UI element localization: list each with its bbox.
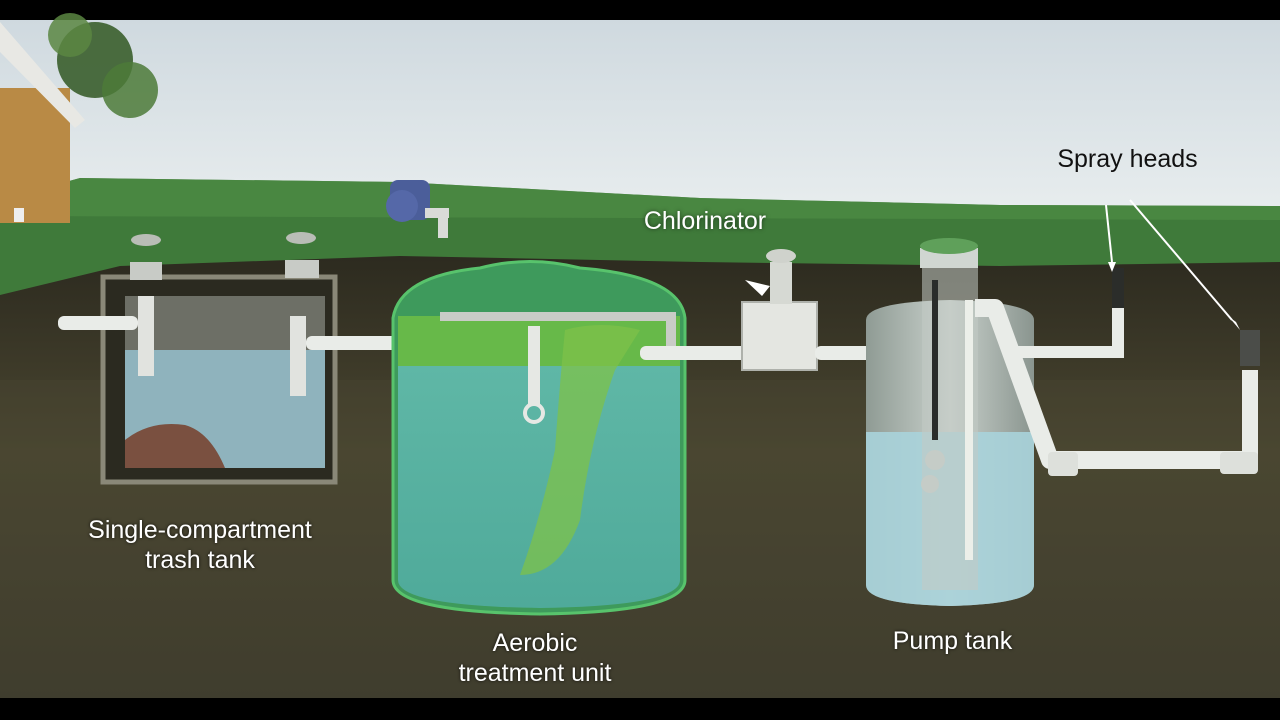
trash-tank-label: Single-compartment trash tank [60,515,340,575]
trash-tank-label-line2: trash tank [145,546,255,574]
aerobic-unit-label-line2: treatment unit [458,659,612,687]
spray-head-left [1112,268,1124,308]
pump-tank-label: Pump tank [892,627,1013,655]
aerobic-treatment-unit [391,260,687,616]
house [0,22,85,223]
trash-tank-label-line1: Single-compartment [88,516,312,544]
chlorinator-unit [741,249,818,371]
spray-pointer-left [1105,204,1113,263]
spray-arrow-right [1228,316,1240,330]
air-blower [386,180,449,238]
chlorinator-arrow [745,280,770,296]
aerobic-unit-label: Aerobic treatment unit [420,628,650,688]
pump-tank [866,238,1034,606]
inlet-pipe [58,316,138,330]
spray-pointer-right [1129,199,1233,321]
trash-tank [100,232,338,485]
chlorinator-label: Chlorinator [643,207,767,235]
pipe-aerobic-to-chlorinator [640,346,750,360]
aerobic-unit-label-line1: Aerobic [492,629,578,657]
pipe-trash-to-aerobic [306,336,402,350]
spray-arrow-left [1108,262,1116,272]
pipe-chlorinator-to-pump [815,346,875,360]
spray-head-right [1240,330,1260,366]
discharge-pipe [975,299,1258,476]
grass-highlight [0,178,1280,220]
tree [48,13,158,118]
spray-heads-label: Spray heads [1057,145,1198,173]
